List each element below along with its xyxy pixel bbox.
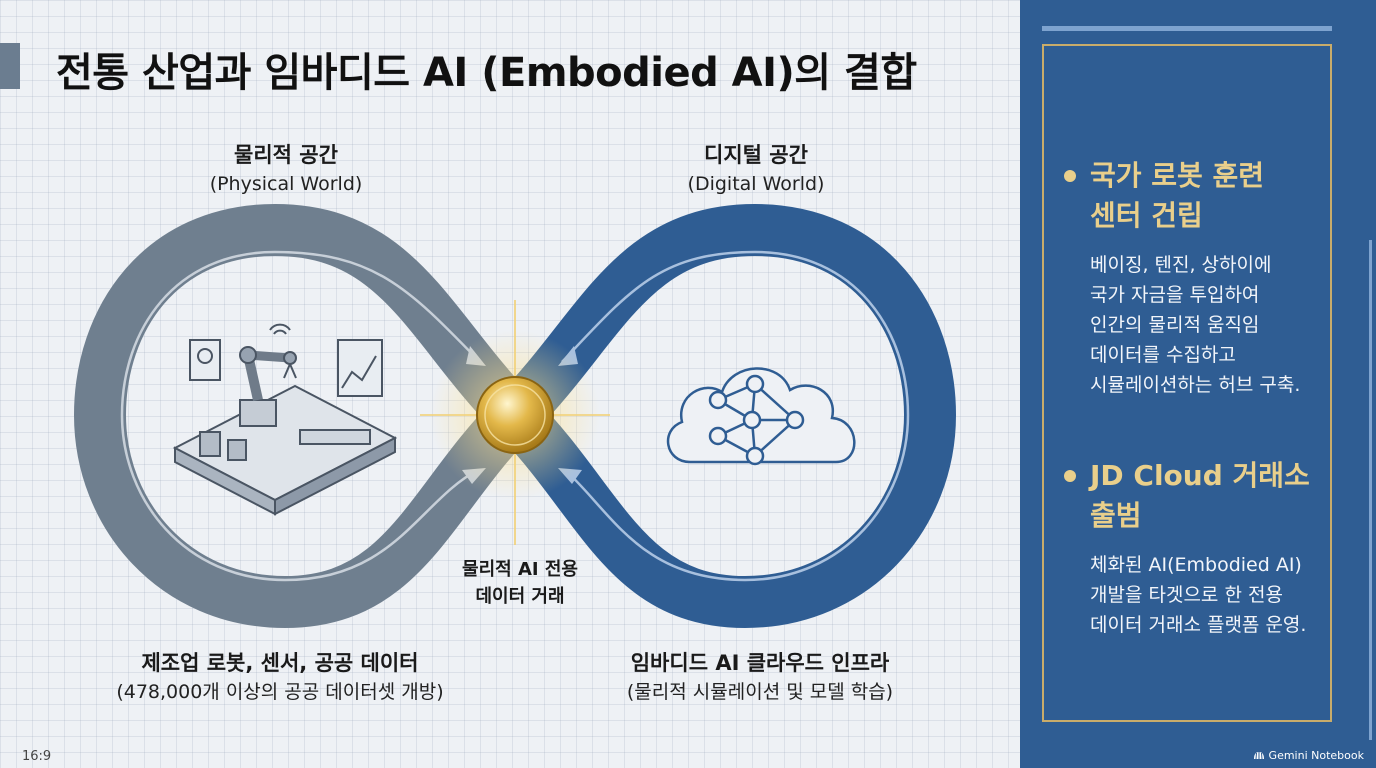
panel-item-desc-line: 데이터 거래소 플랫폼 운영. <box>1090 614 1307 636</box>
bullet-dot-icon <box>1064 170 1076 182</box>
brand-logo-icon <box>1253 752 1264 760</box>
panel-item-desc-line: 국가 자금을 투입하여 <box>1090 284 1260 306</box>
brand-name: Gemini Notebook <box>1268 749 1364 762</box>
bullet-dot-icon <box>1064 470 1076 482</box>
panel-item-desc-line: 인간의 물리적 움직임 <box>1090 314 1260 336</box>
physical-world-label: 물리적 공간 (Physical World) <box>186 140 386 198</box>
page-title: 전통 산업과 임바디드 AI (Embodied AI)의 결합 <box>56 50 917 96</box>
cloud-neural-network-icon <box>666 367 856 466</box>
brand-footer: Gemini Notebook <box>1253 749 1364 762</box>
center-label-line1: 물리적 AI 전용 <box>462 559 578 580</box>
physical-bottom-label: 제조업 로봇, 센서, 공공 데이터 (478,000개 이상의 공공 데이터셋… <box>90 648 470 706</box>
panel-item-desc-line: 개발을 타겟으로 한 전용 <box>1090 584 1283 606</box>
panel-item-title-line: JD Cloud 거래소 <box>1090 459 1310 492</box>
infinity-loop-diagram <box>73 203 957 629</box>
digital-world-subheading: (Digital World) <box>687 173 825 195</box>
panel-item-title-line: 국가 로봇 훈련 <box>1090 159 1265 192</box>
digital-bottom-sub: (물리적 시뮬레이션 및 모델 학습) <box>626 681 894 703</box>
panel-item-desc-line: 베이징, 텐진, 상하이에 <box>1090 254 1272 276</box>
panel-item-jd-cloud: JD Cloud 거래소 출범 체화된 AI(Embodied AI) 개발을 … <box>1064 456 1354 640</box>
info-panel: 국가 로봇 훈련 센터 건립 베이징, 텐진, 상하이에 국가 자금을 투입하여… <box>1020 0 1376 768</box>
panel-item-description: 베이징, 텐진, 상하이에 국가 자금을 투입하여 인간의 물리적 움직임 데이… <box>1064 250 1354 400</box>
center-label-line2: 데이터 거래 <box>475 586 565 607</box>
panel-item-description: 체화된 AI(Embodied AI) 개발을 타겟으로 한 전용 데이터 거래… <box>1064 550 1354 640</box>
panel-frame <box>1042 44 1332 722</box>
panel-item-title: JD Cloud 거래소 출범 <box>1064 456 1354 536</box>
physical-bottom-sub: (478,000개 이상의 공공 데이터셋 개방) <box>116 681 444 703</box>
panel-item-desc-line: 데이터를 수집하고 <box>1090 344 1236 366</box>
digital-world-label: 디지털 공간 (Digital World) <box>656 140 856 198</box>
title-accent-bar <box>0 43 20 89</box>
digital-bottom-label: 임바디드 AI 클라우드 인프라 (물리적 시뮬레이션 및 모델 학습) <box>580 648 940 706</box>
physical-world-subheading: (Physical World) <box>209 173 363 195</box>
gold-coin-icon <box>420 300 610 545</box>
panel-item-desc-line: 시뮬레이션하는 허브 구축. <box>1090 374 1301 396</box>
digital-world-heading: 디지털 공간 <box>704 143 808 167</box>
panel-item-title: 국가 로봇 훈련 센터 건립 <box>1064 156 1354 236</box>
aspect-ratio-label: 16:9 <box>22 749 52 764</box>
panel-item-title-line: 센터 건립 <box>1090 199 1203 232</box>
physical-world-heading: 물리적 공간 <box>234 143 338 167</box>
panel-top-line <box>1042 26 1332 31</box>
center-label: 물리적 AI 전용 데이터 거래 <box>420 556 620 610</box>
robot-arm-factory-icon <box>172 323 398 516</box>
panel-item-training-center: 국가 로봇 훈련 센터 건립 베이징, 텐진, 상하이에 국가 자금을 투입하여… <box>1064 156 1354 400</box>
panel-item-desc-line: 체화된 AI(Embodied AI) <box>1090 554 1302 576</box>
digital-bottom-main: 임바디드 AI 클라우드 인프라 <box>630 651 890 675</box>
physical-bottom-main: 제조업 로봇, 센서, 공공 데이터 <box>141 651 419 675</box>
panel-right-line <box>1369 240 1372 740</box>
panel-item-title-line: 출범 <box>1090 499 1142 532</box>
